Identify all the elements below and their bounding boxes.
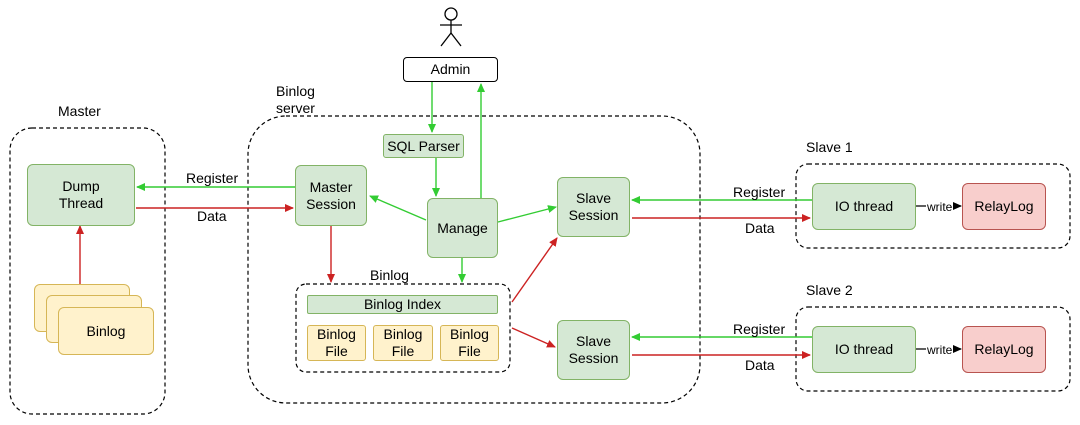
- register-label-slave1: Register: [733, 184, 786, 200]
- binlog-server-title: Binlog server: [276, 83, 315, 116]
- slave2-io-thread-box[interactable]: IO thread: [812, 326, 916, 373]
- slave2-relaylog-box[interactable]: RelayLog: [962, 326, 1046, 373]
- edge-binlog-to-slavesession2: [511, 327, 556, 348]
- dump-thread-box[interactable]: Dump Thread: [27, 164, 135, 226]
- data-label-master: Data: [197, 208, 227, 224]
- slave1-container: [795, 163, 1071, 249]
- slave2-write-label: write: [926, 342, 954, 358]
- binlog-file-1[interactable]: Binlog File: [307, 325, 366, 361]
- edge-binlog-to-slavesession1: [511, 237, 558, 303]
- slave2-title: Slave 2: [806, 282, 853, 298]
- slave1-relaylog-box[interactable]: RelayLog: [962, 183, 1046, 230]
- master-session-box[interactable]: Master Session: [295, 165, 367, 226]
- binlog-index-box[interactable]: Binlog Index: [307, 295, 498, 314]
- master-container: [9, 127, 166, 415]
- manage-box[interactable]: Manage: [427, 198, 498, 258]
- slave-session-2-box[interactable]: Slave Session: [557, 320, 630, 380]
- binlog-group-title: Binlog: [370, 267, 409, 283]
- slave2-container: [795, 306, 1071, 392]
- binlog-file-3[interactable]: Binlog File: [440, 325, 499, 361]
- binlog-server-container: [247, 115, 701, 404]
- edge-manage-to-mastersession: [369, 195, 427, 221]
- binlog-file-2[interactable]: Binlog File: [373, 325, 433, 361]
- binlog-box[interactable]: Binlog: [58, 307, 154, 355]
- register-label-master: Register: [186, 170, 239, 186]
- admin-actor-icon: [440, 7, 462, 47]
- admin-box[interactable]: Admin: [403, 57, 498, 82]
- slave1-io-thread-box[interactable]: IO thread: [812, 183, 916, 230]
- slave1-write-label: write: [926, 199, 954, 215]
- slave-session-1-box[interactable]: Slave Session: [557, 177, 630, 237]
- edge-manage-to-slavesession1: [497, 205, 557, 223]
- data-label-slave1: Data: [745, 220, 775, 236]
- sql-parser-box[interactable]: SQL Parser: [383, 134, 464, 158]
- master-title: Master: [58, 103, 101, 119]
- slave1-title: Slave 1: [806, 139, 853, 155]
- register-label-slave2: Register: [733, 321, 786, 337]
- data-label-slave2: Data: [745, 357, 775, 373]
